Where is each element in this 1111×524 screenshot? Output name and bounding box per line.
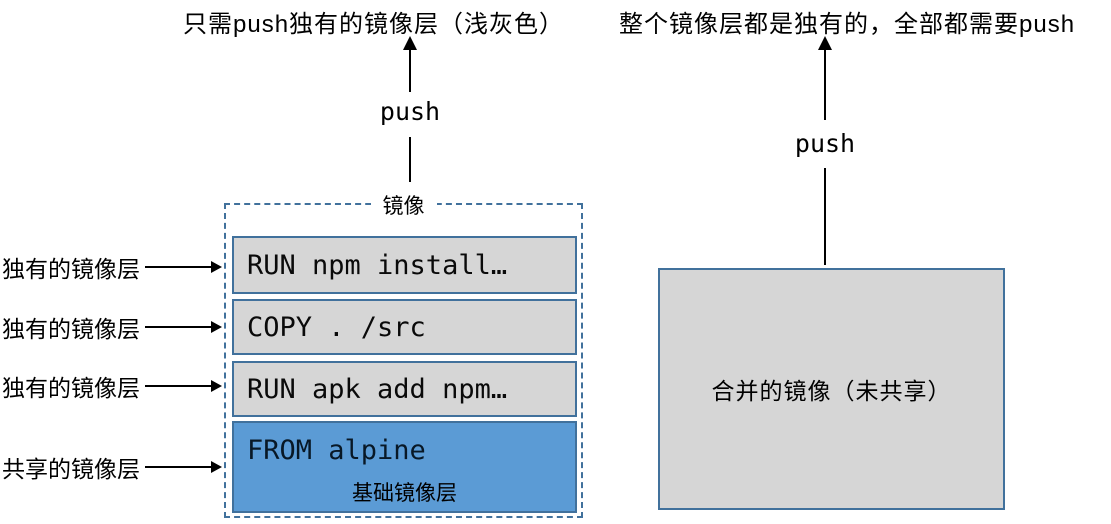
arrow-line xyxy=(145,326,211,328)
pointer-label: 共享的镜像层 xyxy=(2,456,140,482)
heading-push-unique-layers: 只需push独有的镜像层（浅灰色） xyxy=(183,11,565,38)
arrow-right-icon xyxy=(211,461,222,473)
arrow-line xyxy=(145,466,211,468)
merged-image-box: 合并的镜像（未共享） xyxy=(658,268,1005,510)
image-group-legend: 镜像 xyxy=(370,190,437,220)
arrow-line xyxy=(145,266,211,268)
layer-from-alpine: FROM alpine 基础镜像层 xyxy=(232,421,577,513)
arrow-line xyxy=(824,48,826,120)
arrow-right-icon xyxy=(211,261,222,273)
merged-image-label: 合并的镜像（未共享） xyxy=(711,378,952,404)
layer-copy-src: COPY . /src xyxy=(232,299,577,355)
pointer-label: 独有的镜像层 xyxy=(2,375,140,401)
pointer-unique-layer-1: 独有的镜像层 xyxy=(2,253,222,282)
arrow-line xyxy=(145,385,211,387)
pointer-unique-layer-2: 独有的镜像层 xyxy=(2,313,222,342)
pointer-unique-layer-3: 独有的镜像层 xyxy=(2,372,222,401)
pointer-label: 独有的镜像层 xyxy=(2,256,140,282)
arrow-up-icon xyxy=(818,36,832,50)
arrow-line xyxy=(409,48,411,92)
arrow-up-icon xyxy=(403,36,417,50)
push-label-left: push xyxy=(379,97,441,126)
arrow-line xyxy=(409,137,411,182)
layer-run-npm-install: RUN npm install… xyxy=(232,236,577,294)
layer-from-alpine-code: FROM alpine xyxy=(247,435,426,466)
layer-run-apk-add: RUN apk add npm… xyxy=(232,361,577,417)
push-label-right: push xyxy=(794,129,856,158)
arrow-right-icon xyxy=(211,380,222,392)
pointer-label: 独有的镜像层 xyxy=(2,316,140,342)
arrow-right-icon xyxy=(211,321,222,333)
base-image-layer-label: 基础镜像层 xyxy=(352,482,457,505)
heading-push-all-layers: 整个镜像层都是独有的，全部都需要push xyxy=(619,11,1076,38)
pointer-shared-layer: 共享的镜像层 xyxy=(2,453,222,482)
arrow-line xyxy=(824,168,826,265)
image-group-box: 镜像 RUN npm install… COPY . /src RUN apk … xyxy=(224,190,583,518)
